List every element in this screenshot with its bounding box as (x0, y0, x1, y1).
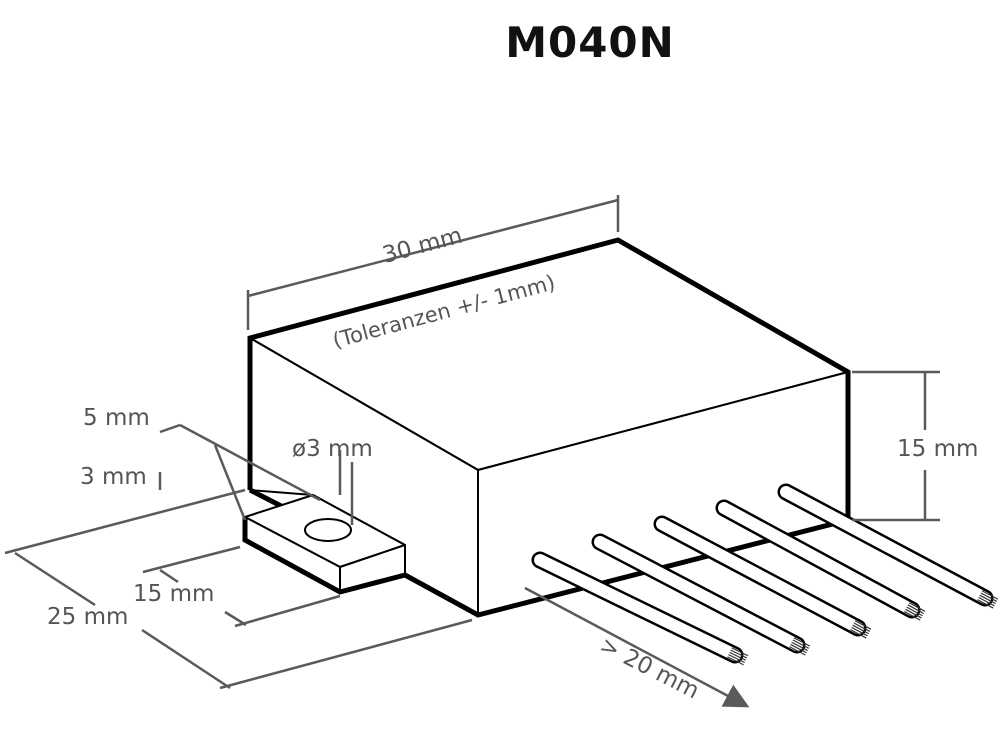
mounting-tab (242, 494, 406, 595)
wire-length-label: > 20 mm (595, 632, 703, 704)
width-label: 25 mm (47, 604, 128, 630)
hole-diameter-label: ø3 mm (292, 436, 373, 462)
wire-4 (715, 499, 926, 621)
wire-1 (531, 551, 749, 666)
module-housing (247, 237, 851, 618)
tab-offset-label: 5 mm (83, 405, 150, 431)
tab-thickness-label: 3 mm (80, 464, 147, 490)
dimension-lines (4, 195, 940, 708)
mounting-hole (304, 518, 352, 542)
wire-2 (591, 533, 811, 656)
wires (531, 483, 999, 666)
height-label: 15 mm (897, 436, 978, 462)
tab-length-label: 15 mm (133, 581, 214, 607)
wire-3 (653, 515, 872, 639)
wire-5 (777, 483, 999, 609)
model-title: M040N (505, 18, 675, 67)
length-label: 30 mm (380, 223, 465, 269)
